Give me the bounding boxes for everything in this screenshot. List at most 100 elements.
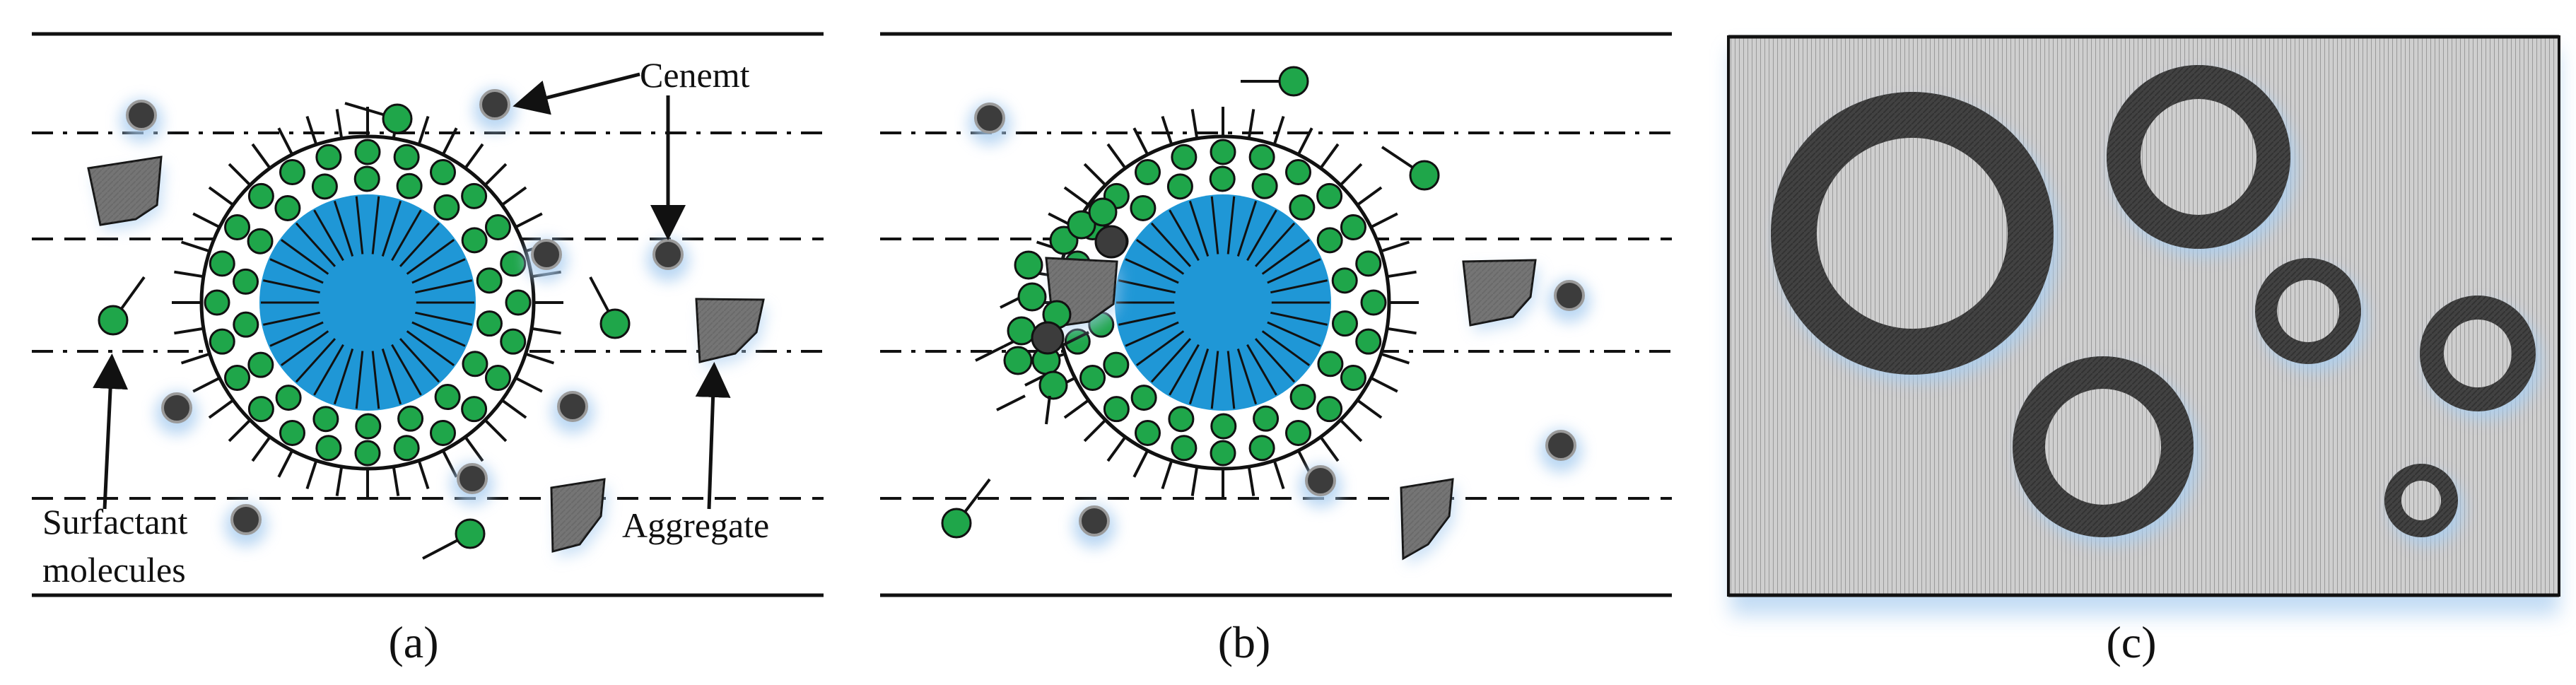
pore-ring xyxy=(2013,356,2199,546)
micelle-head xyxy=(279,419,305,446)
core-tail xyxy=(295,338,336,383)
core-tail xyxy=(1118,279,1176,294)
micelle-outer-tail xyxy=(532,327,561,335)
cement-circle xyxy=(974,103,1005,134)
cement-circle xyxy=(1305,465,1336,496)
core-tail xyxy=(333,200,354,257)
cluster-head xyxy=(1003,346,1033,375)
micelle-outer-tail xyxy=(502,399,527,419)
micelle-head xyxy=(1317,351,1344,377)
cement-circle xyxy=(1545,430,1576,461)
micelle-head xyxy=(233,268,259,295)
micelle-outer-tail xyxy=(305,115,317,144)
micelle-head xyxy=(461,182,488,209)
surfactant-head xyxy=(382,103,413,134)
core-tail xyxy=(1210,196,1219,254)
core-tail xyxy=(1270,279,1328,294)
micelle-head xyxy=(1103,351,1130,378)
cluster-tail xyxy=(975,345,1005,362)
surfactant-head xyxy=(599,308,631,339)
pore-ring xyxy=(1771,92,2059,383)
surfactant-head xyxy=(98,305,129,336)
cement-particle xyxy=(474,89,516,131)
core-tail xyxy=(269,258,324,284)
cement-circle xyxy=(1079,505,1110,537)
micelle-outer-tail xyxy=(1273,115,1285,144)
core-tail xyxy=(1150,222,1192,267)
core-tail xyxy=(1246,209,1277,262)
cluster-tail xyxy=(1060,331,1089,348)
core-tail xyxy=(1254,222,1296,267)
core-tail xyxy=(371,196,380,254)
pore-inner xyxy=(2277,280,2339,342)
cement-circle xyxy=(557,391,588,422)
surfactant-molecule xyxy=(589,276,631,339)
micelle-outer-tail xyxy=(1063,186,1089,206)
micelle-head xyxy=(1316,182,1343,209)
micelle-outer-tail xyxy=(277,451,293,478)
micelle-head xyxy=(1079,365,1106,391)
cluster-tail xyxy=(996,394,1026,411)
micelle-outer-tail xyxy=(1190,109,1198,138)
pore-inner xyxy=(2401,481,2441,520)
micelle-head xyxy=(1210,440,1236,467)
micelle-outer-tail xyxy=(1340,163,1363,185)
micelle-head xyxy=(1166,173,1193,200)
cluster-tail xyxy=(1045,395,1051,425)
micelle-head xyxy=(1331,267,1358,294)
micelle-outer-tail xyxy=(192,377,219,393)
micelle-head xyxy=(247,182,274,209)
core-tail xyxy=(1135,239,1185,275)
micelle-outer-tail xyxy=(251,437,271,462)
micelle-head xyxy=(247,351,274,378)
aggregate-particle xyxy=(1462,259,1540,332)
oil-core xyxy=(1115,194,1331,411)
cement-particle xyxy=(551,391,594,433)
micelle-head xyxy=(1360,289,1387,316)
micelle-outer-tail xyxy=(180,353,209,365)
core-tail xyxy=(415,279,473,294)
cement-particle xyxy=(120,100,163,142)
aggregate-texture xyxy=(551,479,604,551)
micelle-outer-tail xyxy=(485,163,508,185)
core-tail xyxy=(1261,239,1311,275)
micelle-head xyxy=(1210,413,1237,440)
micelle-outer-tail xyxy=(1083,420,1106,443)
cement-particle xyxy=(525,239,568,281)
micelle xyxy=(172,107,563,498)
bridged-cluster xyxy=(975,197,1128,425)
micelle-outer-tail xyxy=(1371,377,1398,393)
core-tail xyxy=(391,344,422,396)
aggregate-texture xyxy=(1463,260,1535,325)
core-tail xyxy=(1125,321,1179,347)
core-tail xyxy=(1188,200,1210,257)
micelle-head xyxy=(1289,384,1316,411)
micelle-outer-tail xyxy=(1297,127,1313,154)
arrow-to-aggregate xyxy=(695,362,731,510)
micelle-head xyxy=(1355,250,1382,277)
micelle-outer-tail xyxy=(305,461,317,490)
micelle-head xyxy=(204,289,230,316)
cement-circle xyxy=(1554,280,1585,311)
cement-particle xyxy=(156,392,198,435)
core-tail xyxy=(381,349,402,405)
micelle-head xyxy=(461,227,488,254)
micelle-outer-tail xyxy=(1381,240,1410,252)
micelle-head xyxy=(354,139,381,165)
micelle-head xyxy=(430,419,456,446)
micelle-head xyxy=(484,214,511,240)
micelle-head xyxy=(1285,419,1311,446)
oil-core xyxy=(259,194,476,411)
cement-circle xyxy=(230,504,262,535)
micelle-head xyxy=(353,165,380,192)
cluster-head xyxy=(1007,316,1036,346)
micelle-outer-tail xyxy=(1388,270,1417,278)
core-tail xyxy=(406,239,455,275)
micelle-head xyxy=(1285,159,1311,186)
core-tail xyxy=(262,279,320,294)
aggregate-texture xyxy=(696,299,763,362)
cluster-head xyxy=(1017,282,1047,312)
surfactant-head xyxy=(1409,160,1440,191)
micelle-outer-tail xyxy=(174,327,203,335)
micelle-outer-tail xyxy=(526,353,555,365)
